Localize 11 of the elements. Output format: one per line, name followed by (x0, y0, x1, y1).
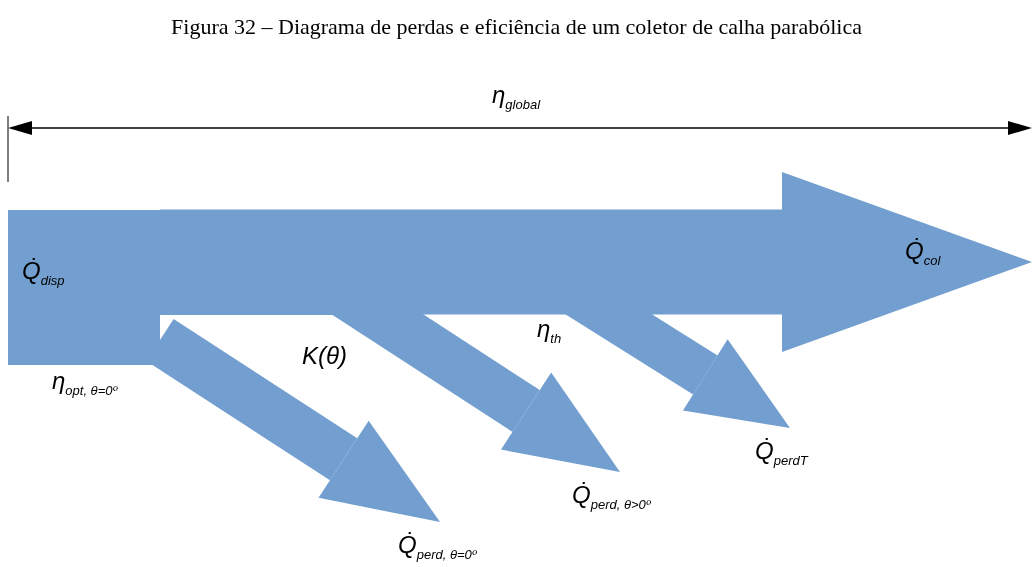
flow-label: Q̇$_{perdT}$ (755, 438, 808, 469)
figure-title: Figura 32 – Diagrama de perdas e eficiência de um coletor de calha parabólica (170, 14, 863, 40)
edge-label: η$_{opt, θ=0º}$ (52, 368, 118, 399)
edge-label: η$_{th}$ (537, 316, 562, 347)
flow-band (8, 210, 160, 365)
edge-label: K(θ) (302, 343, 347, 370)
flow-label: Q̇$_{perd, θ>0º}$ (572, 482, 651, 513)
flow-label: Q̇$_{col}$ (905, 238, 941, 269)
dimension-label: η$_{global}$ (492, 82, 541, 113)
flow-label: Q̇$_{perd, θ=0º}$ (398, 532, 477, 563)
flow-label: Q̇$_{disp}$ (22, 258, 65, 289)
